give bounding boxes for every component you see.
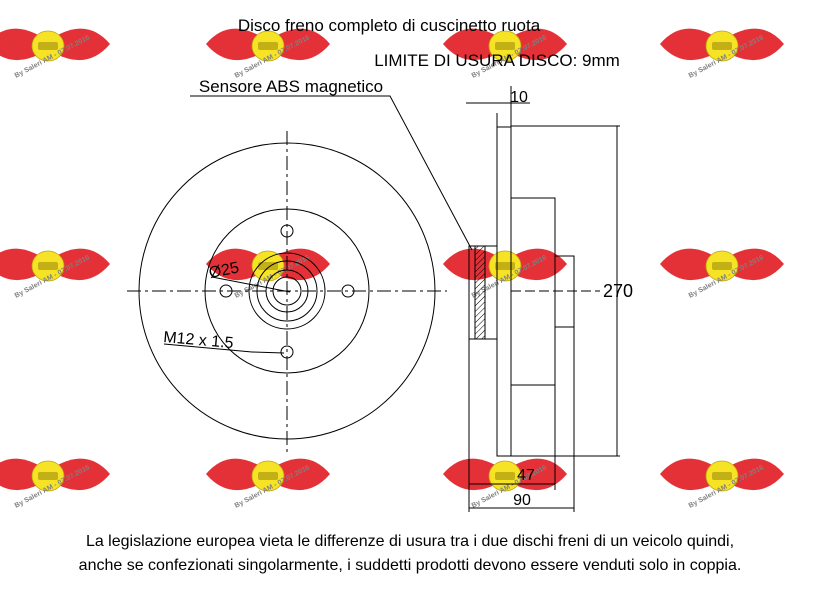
wear-limit-label: LIMITE DI USURA DISCO: 9mm [374, 51, 620, 70]
dim-height: 90 [513, 492, 531, 509]
dim-diameter: 270 [603, 281, 633, 301]
drawing-title: Disco freno completo di cuscinetto ruota [238, 16, 541, 35]
footer-note-line-2: anche se confezionati singolarmente, i s… [78, 557, 742, 574]
dim-bore: Ø25 [208, 259, 241, 281]
footer-note-line-1: La legislazione europea vieta le differe… [85, 533, 735, 550]
dim-thickness: 10 [510, 89, 528, 106]
dim-hub: 47 [517, 467, 535, 484]
disc-front-view [127, 131, 447, 452]
dim-thread: M12 x 1.5 [163, 329, 235, 352]
abs-sensor-label: Sensore ABS magnetico [199, 77, 383, 96]
disc-side-view [190, 86, 620, 512]
